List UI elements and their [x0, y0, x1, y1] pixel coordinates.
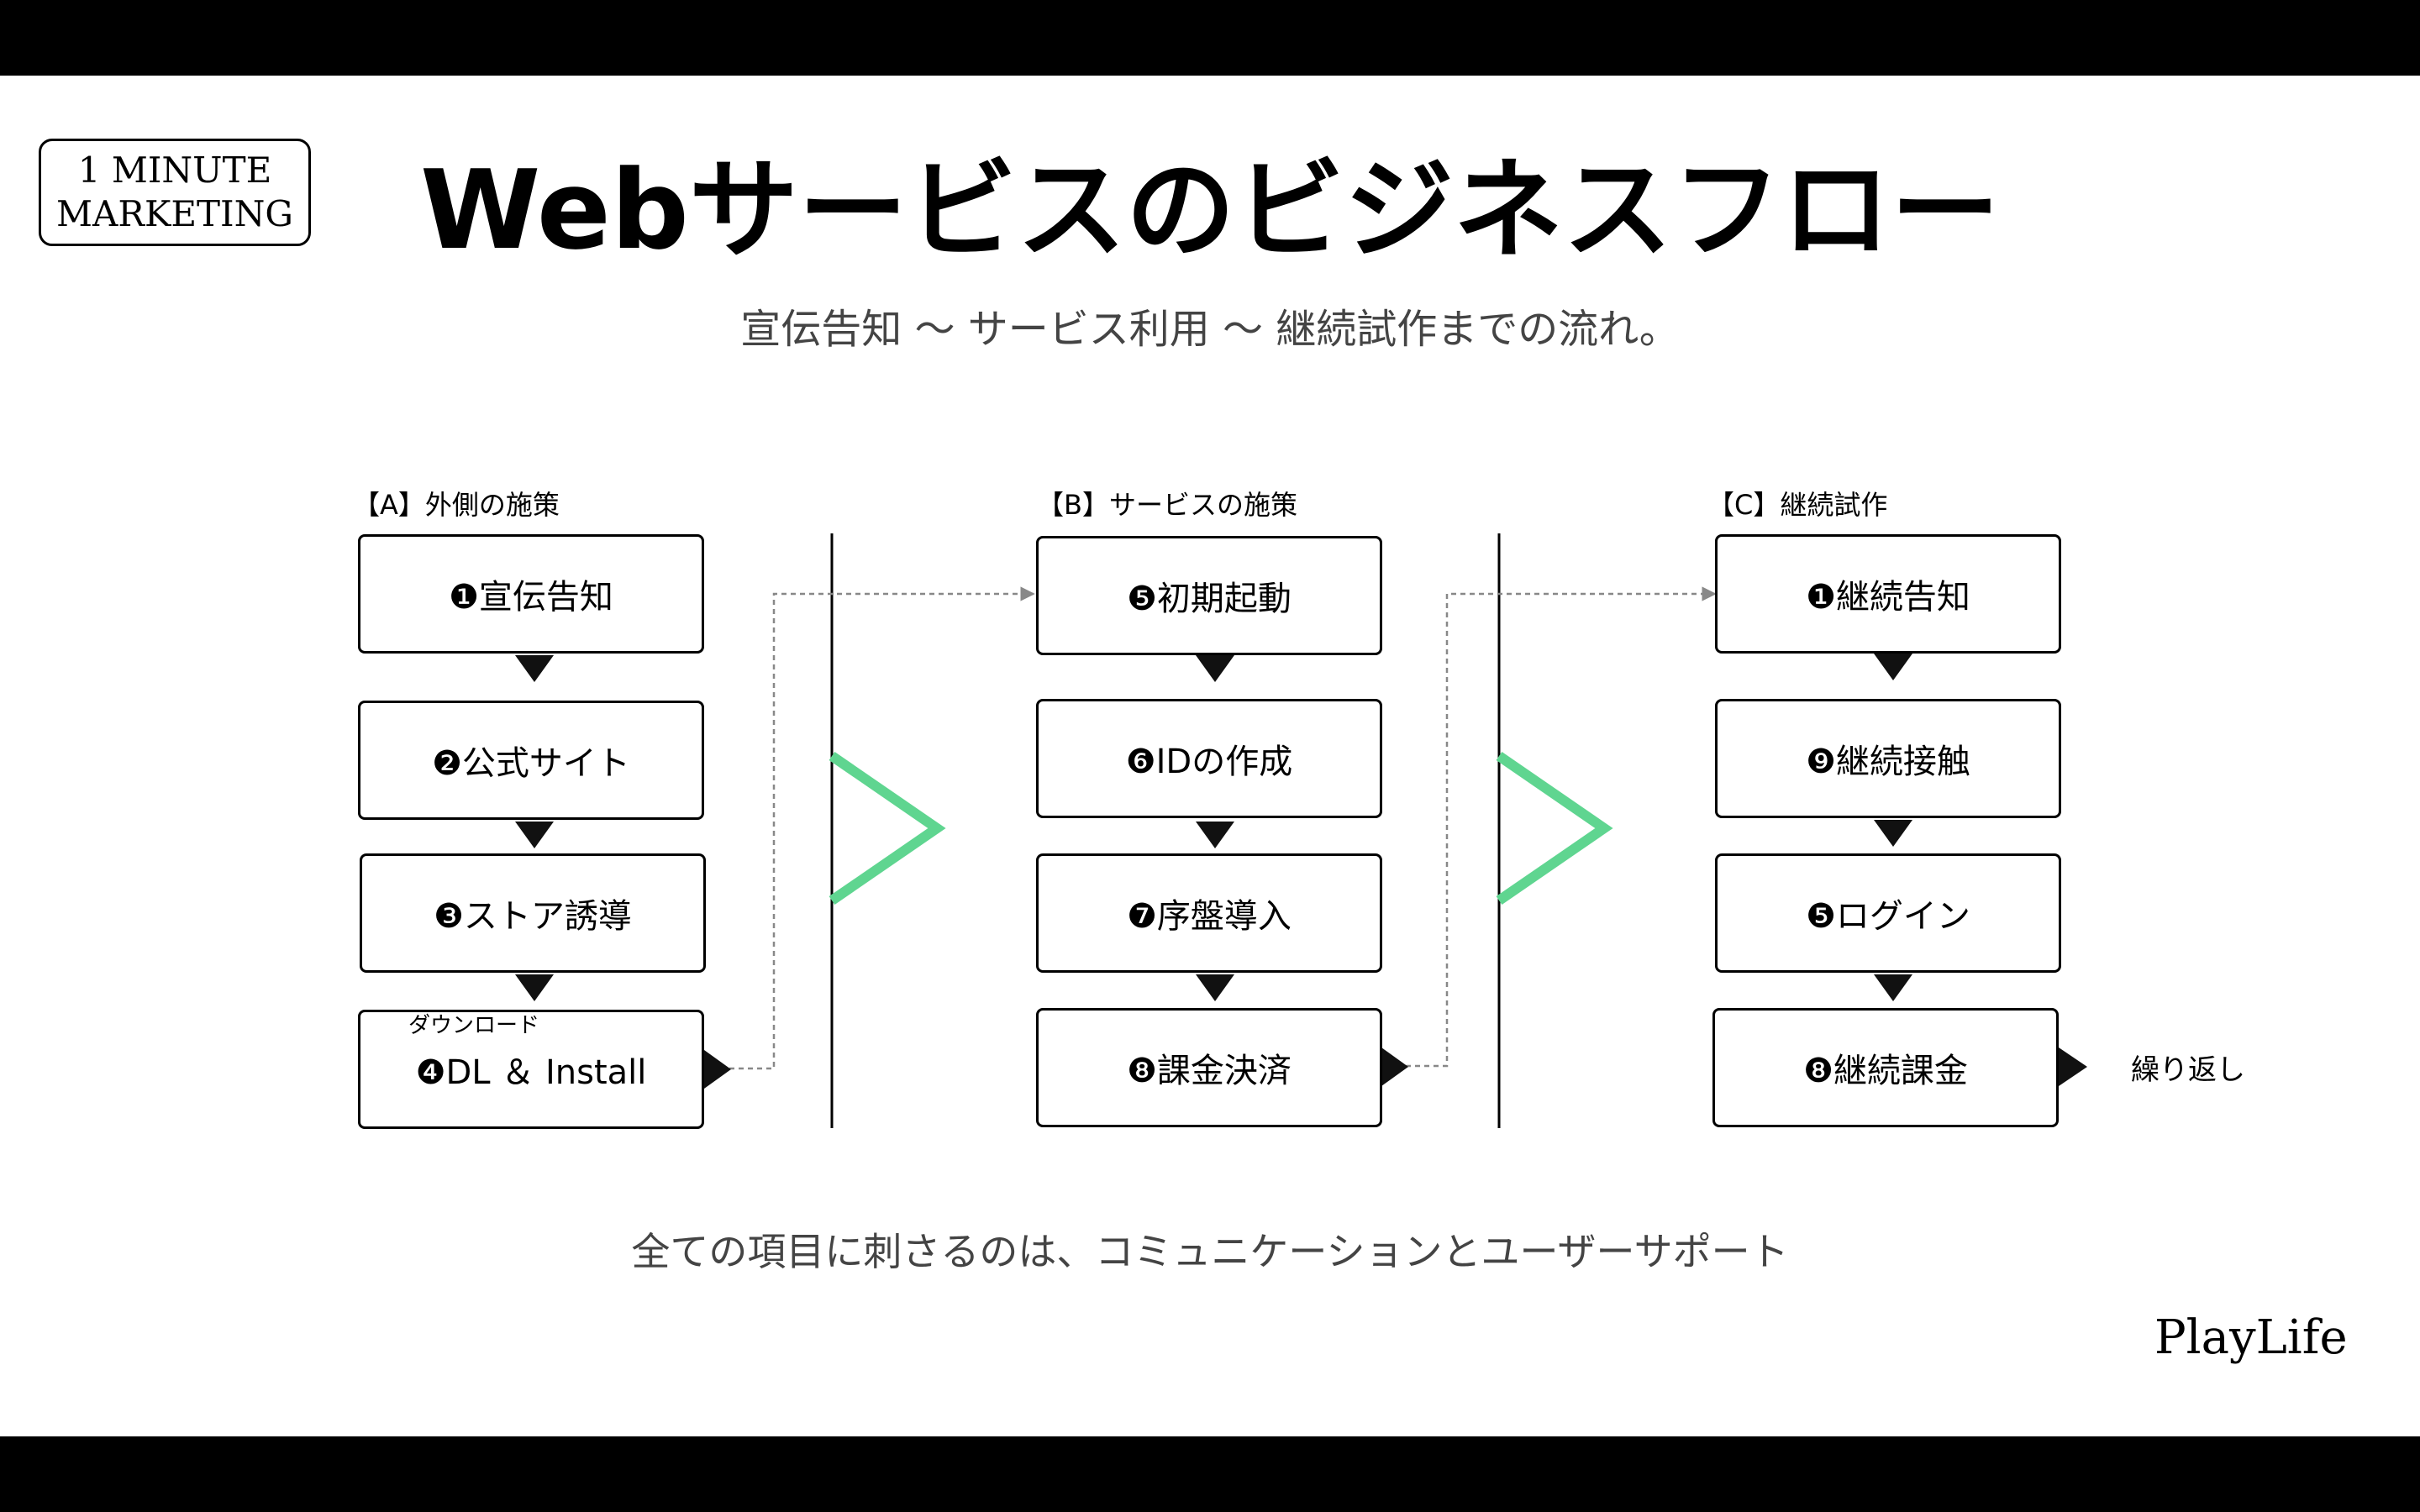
repeat-label: 繰り返し	[2131, 1053, 2245, 1087]
logo-line-2: MARKETING	[56, 193, 293, 234]
step-box-b3: ❼序盤導入	[1036, 853, 1382, 973]
step-box-c4: ❽継続課金	[1712, 1008, 2059, 1127]
footer-note: 全ての項目に刺さるのは、コミュニケーションとユーザーサポート	[631, 1229, 1789, 1274]
brand-logo: PlayLife	[2154, 1310, 2348, 1365]
right-arrow-icon	[1381, 1047, 1408, 1086]
step-box-a3: ❸ストア誘導	[360, 853, 706, 973]
chevron-icon-1	[829, 752, 946, 905]
chevron-icon-2	[1496, 752, 1613, 905]
step-box-b4: ❽課金決済	[1036, 1008, 1382, 1127]
logo-line-1: 1 MINUTE	[77, 150, 272, 191]
step-box-c3: ❺ログイン	[1715, 853, 2061, 973]
down-arrow-icon	[515, 822, 554, 848]
step-box-c1: ❶継続告知	[1715, 534, 2061, 654]
logo: 1 MINUTE MARKETING	[39, 139, 311, 246]
flow-graphics	[515, 533, 2087, 1128]
step-box-b1: ❺初期起動	[1036, 536, 1382, 655]
down-arrow-icon	[1874, 820, 1912, 847]
down-arrow-icon	[1874, 974, 1912, 1001]
column-label-a: 【A】外側の施策	[353, 489, 560, 521]
connector-a-to-b	[729, 586, 1035, 1070]
step-box-a2: ❷公式サイト	[358, 701, 704, 820]
down-arrow-icon	[1196, 822, 1234, 848]
connector-b-to-c	[1406, 586, 1717, 1068]
slide: 1 MINUTE MARKETING Webサービスのビジネスフロー 宣伝告知 …	[0, 76, 2420, 1436]
column-label-b: 【B】サービスの施策	[1037, 489, 1297, 521]
step-box-a4: ❹DL ＆ Install	[358, 1010, 704, 1129]
step-box-a1: ❶宣伝告知	[358, 534, 704, 654]
down-arrow-icon	[1196, 974, 1234, 1001]
down-arrow-icon	[515, 655, 554, 682]
ruby-download: ダウンロード	[408, 1013, 540, 1038]
right-arrow-icon	[704, 1050, 731, 1089]
step-box-b2: ❻IDの作成	[1036, 699, 1382, 818]
column-label-c: 【C】継続試作	[1707, 489, 1888, 521]
right-arrow-icon	[2059, 1047, 2087, 1086]
page-subtitle: 宣伝告知 〜 サービス利用 〜 継続試作までの流れ。	[740, 306, 1680, 353]
down-arrow-icon	[515, 974, 554, 1001]
step-box-c2: ❾継続接触	[1715, 699, 2061, 818]
down-arrow-icon	[1874, 654, 1912, 680]
page-title: Webサービスのビジネスフロー	[420, 146, 2000, 274]
down-arrow-icon	[1196, 655, 1234, 682]
